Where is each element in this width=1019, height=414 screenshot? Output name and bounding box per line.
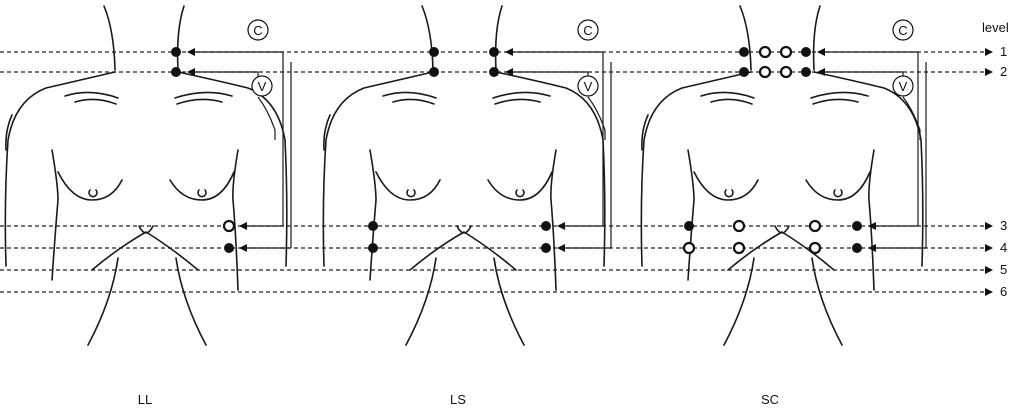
wiring-ll <box>188 28 291 248</box>
panel-caption-sc: SC <box>761 392 779 407</box>
level-labels: 1 2 3 4 5 6 <box>1000 44 1007 299</box>
wiring-ls <box>506 28 611 248</box>
electrode-sc-trunk-4c <box>810 243 820 253</box>
electrode-ls-neck-1r <box>489 47 499 57</box>
panel-caption-ll: LL <box>138 392 152 407</box>
electrode-sc-trunk-3c <box>810 221 820 231</box>
current-symbol-sc: C <box>898 23 907 38</box>
electrode-sc-neck-2a <box>739 67 749 77</box>
voltage-symbol-ls: V <box>584 79 593 94</box>
electrode-ll-neck-1 <box>171 47 181 57</box>
electrode-sc-neck-2d <box>801 67 811 77</box>
torso-figure-ll <box>5 6 286 345</box>
electrode-ls-trunk-3r <box>541 221 551 231</box>
electrode-ls-trunk-4l <box>368 243 378 253</box>
torso-figure-ls <box>323 6 604 345</box>
electrode-sc-neck-2b <box>760 67 770 77</box>
electrode-ll-trunk-4 <box>224 243 234 253</box>
level-label-6: 6 <box>1000 284 1007 299</box>
electrode-sc-neck-1a <box>739 47 749 57</box>
voltage-symbol-sc: V <box>899 79 908 94</box>
electrode-ls-trunk-3l <box>368 221 378 231</box>
electrode-ls-neck-2r <box>489 67 499 77</box>
torso-figure-sc <box>641 6 922 345</box>
electrode-sc-trunk-4d <box>852 243 862 253</box>
electrode-sc-neck-2c <box>781 67 791 77</box>
level-header: level <box>982 20 1009 35</box>
electrode-sc-trunk-3a <box>684 221 694 231</box>
electrodes-sc <box>684 47 862 253</box>
level-label-4: 4 <box>1000 240 1007 255</box>
level-lines <box>0 52 992 292</box>
level-label-2: 2 <box>1000 64 1007 79</box>
electrode-ll-neck-2 <box>171 67 181 77</box>
electrode-sc-trunk-3b <box>734 221 744 231</box>
electrode-sc-neck-1d <box>801 47 811 57</box>
level-label-1: 1 <box>1000 44 1007 59</box>
electrode-sc-neck-1c <box>781 47 791 57</box>
level-label-5: 5 <box>1000 262 1007 277</box>
electrode-ls-neck-1l <box>429 47 439 57</box>
current-symbol-ll: C <box>253 23 262 38</box>
wiring-sc <box>818 28 926 248</box>
electrode-sc-trunk-4a <box>684 243 694 253</box>
level-label-3: 3 <box>1000 218 1007 233</box>
electrode-sc-trunk-4b <box>734 243 744 253</box>
electrode-sc-trunk-3d <box>852 221 862 231</box>
electrode-ls-neck-2l <box>429 67 439 77</box>
panel-ls: C V LS <box>323 6 611 407</box>
electrode-sc-neck-1b <box>760 47 770 57</box>
panel-sc: C V SC <box>641 6 926 407</box>
panel-caption-ls: LS <box>450 392 466 407</box>
electrode-ls-trunk-4r <box>541 243 551 253</box>
current-symbol-ls: C <box>583 23 592 38</box>
panel-ll: C V LL <box>5 6 291 407</box>
voltage-symbol-ll: V <box>258 79 267 94</box>
electrode-ll-trunk-3 <box>224 221 234 231</box>
